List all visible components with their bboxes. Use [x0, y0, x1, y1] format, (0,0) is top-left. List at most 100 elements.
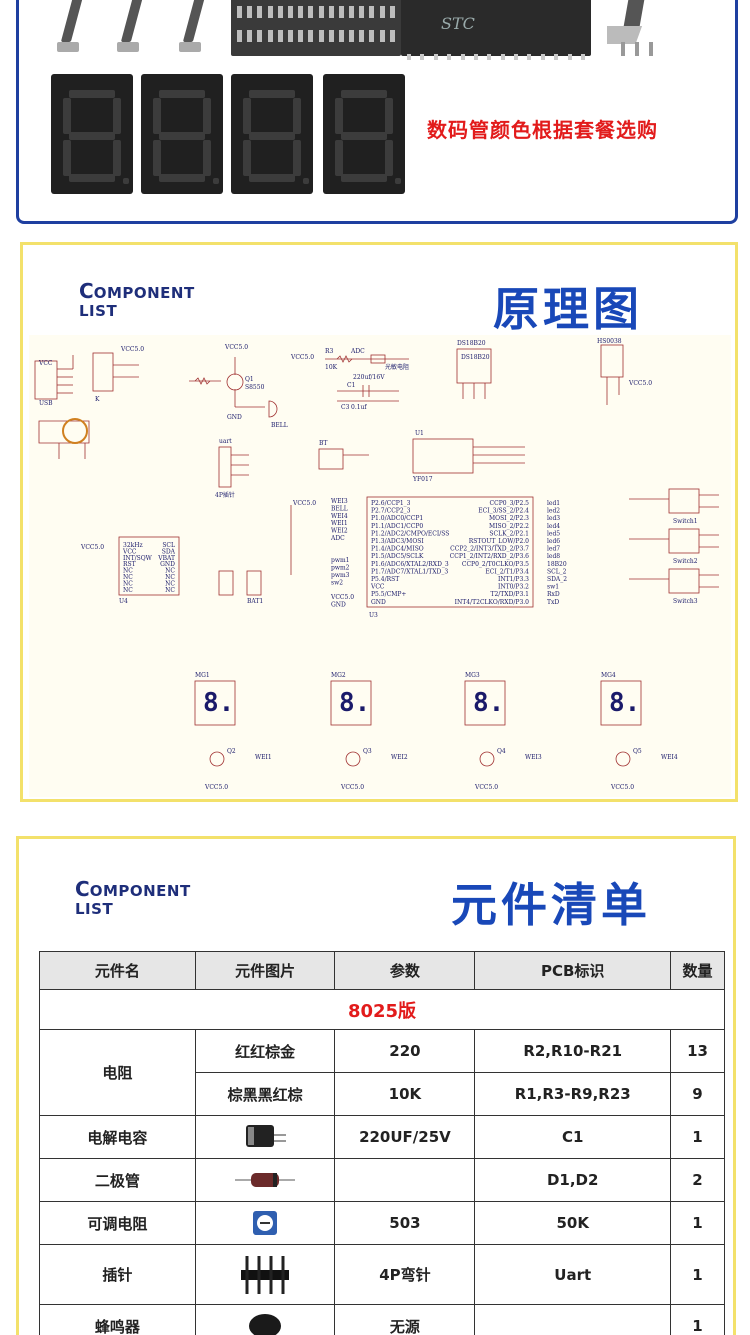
col-header-image: 元件图片: [194, 951, 336, 990]
u3-pin-label: MOSI_2/P2.3: [489, 515, 529, 522]
segment: [249, 90, 295, 98]
c3-value: 0.1uf: [351, 404, 367, 411]
u3-net-label: WEI3: [331, 498, 348, 505]
pcb-id: R2,R10-R21: [474, 1029, 672, 1073]
param: 220: [334, 1029, 476, 1073]
u4-pin-label: INT/SQW: [123, 555, 153, 562]
u3-net-label: VCC5.0: [330, 594, 354, 601]
pcb-id: [474, 1304, 672, 1335]
component-name: 二极管: [39, 1158, 196, 1202]
u3-pin-label: CCP0_3/P2.5: [490, 500, 530, 507]
segment: [341, 90, 387, 98]
u3-pin-label: CCP2_2/INT3/TXD_2/P3.7: [450, 546, 529, 553]
segment: [63, 98, 71, 134]
u3-net-label: BELL: [331, 505, 348, 512]
display-color-note: 数码管颜色根据套餐选购: [427, 118, 658, 142]
table-row: 二极管 D1,D2 2: [39, 1158, 725, 1202]
u3-pin-label: P1.7/ADC7/XTAL1/TXD_3: [371, 568, 448, 575]
u3-pin-label: P5.5/CMP+: [371, 591, 406, 598]
segment: [159, 174, 205, 182]
vcc-label: VCC5.0: [290, 354, 314, 361]
c1-label: C1: [347, 382, 355, 389]
u3-pin-label: P1.2/ADC2/CMPO/ECI/SS: [371, 530, 449, 537]
wei-label: WEI2: [391, 754, 408, 761]
u3-pin-label: MISO_2/P2.2: [489, 523, 529, 530]
ldr-label: 光敏电阻: [385, 363, 409, 371]
vcc-label: VCC5.0: [610, 784, 634, 791]
segment: [69, 174, 115, 182]
param: 无源: [334, 1304, 476, 1335]
segment: [153, 98, 161, 134]
u3-net-label: led2: [547, 508, 560, 515]
u3-net-label: led7: [547, 546, 560, 553]
vcc-label: VCC5.0: [340, 784, 364, 791]
digit-glyph: 8.: [339, 688, 370, 718]
transistor-symbol: [345, 751, 361, 767]
segment: [293, 140, 301, 176]
pcb-id: C1: [474, 1115, 672, 1159]
table-row: 电解电容 220UF/25V C1 1: [39, 1115, 725, 1159]
vcc-label: VCC5.0: [80, 544, 104, 551]
potentiometer-icon: [194, 1201, 336, 1245]
param: [334, 1158, 476, 1202]
c1-value: 220uf/16V: [353, 374, 385, 381]
vcc-label: VCC5.0: [474, 784, 498, 791]
seven-segment-display: [141, 74, 223, 194]
transistor-symbol: [615, 751, 631, 767]
wei-label: WEI4: [661, 754, 678, 761]
digit-glyph: 8.: [609, 688, 640, 718]
u3-pin-label: INT4/T2CLKO/RXD/P3.0: [455, 599, 530, 606]
quantity: 1: [670, 1115, 725, 1159]
u4-pin-label: SCL: [162, 542, 175, 549]
segment: [69, 90, 115, 98]
hs0038-label: HS0038: [597, 338, 622, 345]
segment: [293, 98, 301, 134]
stc-microcontroller-photo: STC: [401, 0, 591, 60]
u3-net-label: led8: [547, 553, 560, 560]
quantity: 1: [670, 1304, 725, 1335]
u4-pin-label: NC: [165, 587, 175, 594]
ic-marking: STC: [441, 14, 475, 33]
r3-value: 10K: [325, 364, 338, 371]
quantity: 1: [670, 1244, 725, 1305]
component-name: 电阻: [39, 1029, 196, 1116]
segment: [113, 98, 121, 134]
segment: [159, 90, 205, 98]
u4-pin-label: RST: [123, 561, 136, 568]
u4-pin-label: 32kHz: [123, 542, 143, 549]
u3-pin-label: T2/TXD/P3.1: [490, 591, 529, 598]
segment: [335, 98, 343, 134]
seven-segment-symbol: [600, 680, 642, 726]
u4-pin-label: NC: [123, 574, 133, 581]
bell-label: BELL: [271, 422, 288, 429]
seven-segment-symbol: [194, 680, 236, 726]
mg-label: MG2: [331, 672, 346, 679]
u4-pin-label: VCC: [122, 548, 137, 555]
schematic-title: 原理图: [493, 282, 643, 336]
segment: [153, 140, 161, 176]
segment: [113, 140, 121, 176]
component-list-title: 元件清单: [451, 878, 651, 932]
col-header-name: 元件名: [39, 951, 196, 990]
digit-glyph: 8.: [473, 688, 504, 718]
pcb-id: Uart: [474, 1244, 672, 1305]
u3-net-label: WEI2: [331, 528, 348, 535]
u3-pin-label: ECI_2/T1/P3.4: [485, 568, 529, 575]
u3-net-label: led5: [547, 530, 560, 537]
u3-pin-label: P1.1/ADC1/CCP0: [371, 523, 423, 530]
electrolytic-capacitor-icon: [194, 1115, 336, 1159]
u4-pin-label: SDA: [162, 548, 176, 555]
u3-net-label: led4: [547, 523, 560, 530]
col-header-qty: 数量: [670, 951, 725, 990]
segment: [341, 174, 387, 182]
tactile-buttons-photo: [49, 0, 249, 62]
segment: [249, 132, 295, 140]
table-row: 可调电阻 503 50K 1: [39, 1201, 725, 1245]
pin-header-label: 4P插针: [215, 491, 235, 499]
u3-net-label: pwm3: [331, 572, 350, 579]
bom-table: 元件名 元件图片 参数 PCB标识 数量 8025版 电阻 红红棕金 220 R…: [39, 951, 725, 1335]
vcc-label: VCC5.0: [628, 380, 652, 387]
transistor-symbol: [209, 751, 225, 767]
q1-type-label: S8550: [245, 384, 265, 391]
